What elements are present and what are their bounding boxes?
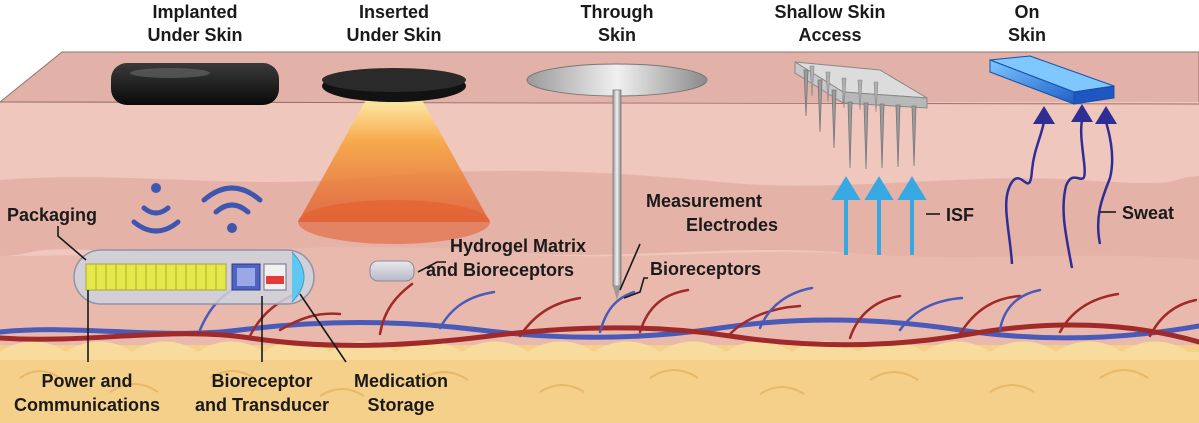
label-isf: ISF xyxy=(946,205,974,225)
label-packaging: Packaging xyxy=(7,205,97,225)
hydrogel-capsule xyxy=(369,260,415,282)
header-on-line1: On xyxy=(1015,2,1040,22)
label-medication-line2: Storage xyxy=(367,395,434,415)
label-bioreceptors: Bioreceptors xyxy=(650,259,761,279)
inserted-cone xyxy=(298,98,490,222)
header-inserted-line1: Inserted xyxy=(359,2,429,22)
sweat-lines xyxy=(1004,119,1114,269)
label-measurement-line1: Measurement xyxy=(646,191,762,211)
label-hydrogel-line2: and Bioreceptors xyxy=(426,260,574,280)
implant-capsule xyxy=(73,249,315,305)
header-inserted-line2: Under Skin xyxy=(346,25,441,45)
label-power-line1: Power and xyxy=(41,371,132,391)
isf-arrows xyxy=(831,176,927,255)
header-implanted-line1: Implanted xyxy=(152,2,237,22)
on-skin-patch xyxy=(989,55,1115,105)
skin-dermis-band xyxy=(0,170,1199,260)
header-shallow-line1: Shallow Skin xyxy=(774,2,885,22)
microneedle-array xyxy=(794,61,928,170)
fat-layer xyxy=(0,341,1199,423)
leader-lines xyxy=(57,211,1116,363)
label-hydrogel-line1: Hydrogel Matrix xyxy=(450,236,586,256)
header-through-line1: Through xyxy=(581,2,654,22)
header-shallow-line2: Access xyxy=(798,25,861,45)
header-on-line2: Skin xyxy=(1008,25,1046,45)
label-measurement-line2: Electrodes xyxy=(686,215,778,235)
label-medication-line1: Medication xyxy=(354,371,448,391)
through-skin-needle xyxy=(612,89,622,287)
wifi-icon xyxy=(131,183,263,234)
label-bioreceptor-transducer-line2: and Transducer xyxy=(195,395,329,415)
sweat-arrowheads xyxy=(1033,104,1117,124)
header-through-line2: Skin xyxy=(598,25,636,45)
label-power-line2: Communications xyxy=(14,395,160,415)
header-implanted-line2: Under Skin xyxy=(147,25,242,45)
label-bioreceptor-transducer-line1: Bioreceptor xyxy=(211,371,312,391)
label-sweat: Sweat xyxy=(1122,203,1174,223)
